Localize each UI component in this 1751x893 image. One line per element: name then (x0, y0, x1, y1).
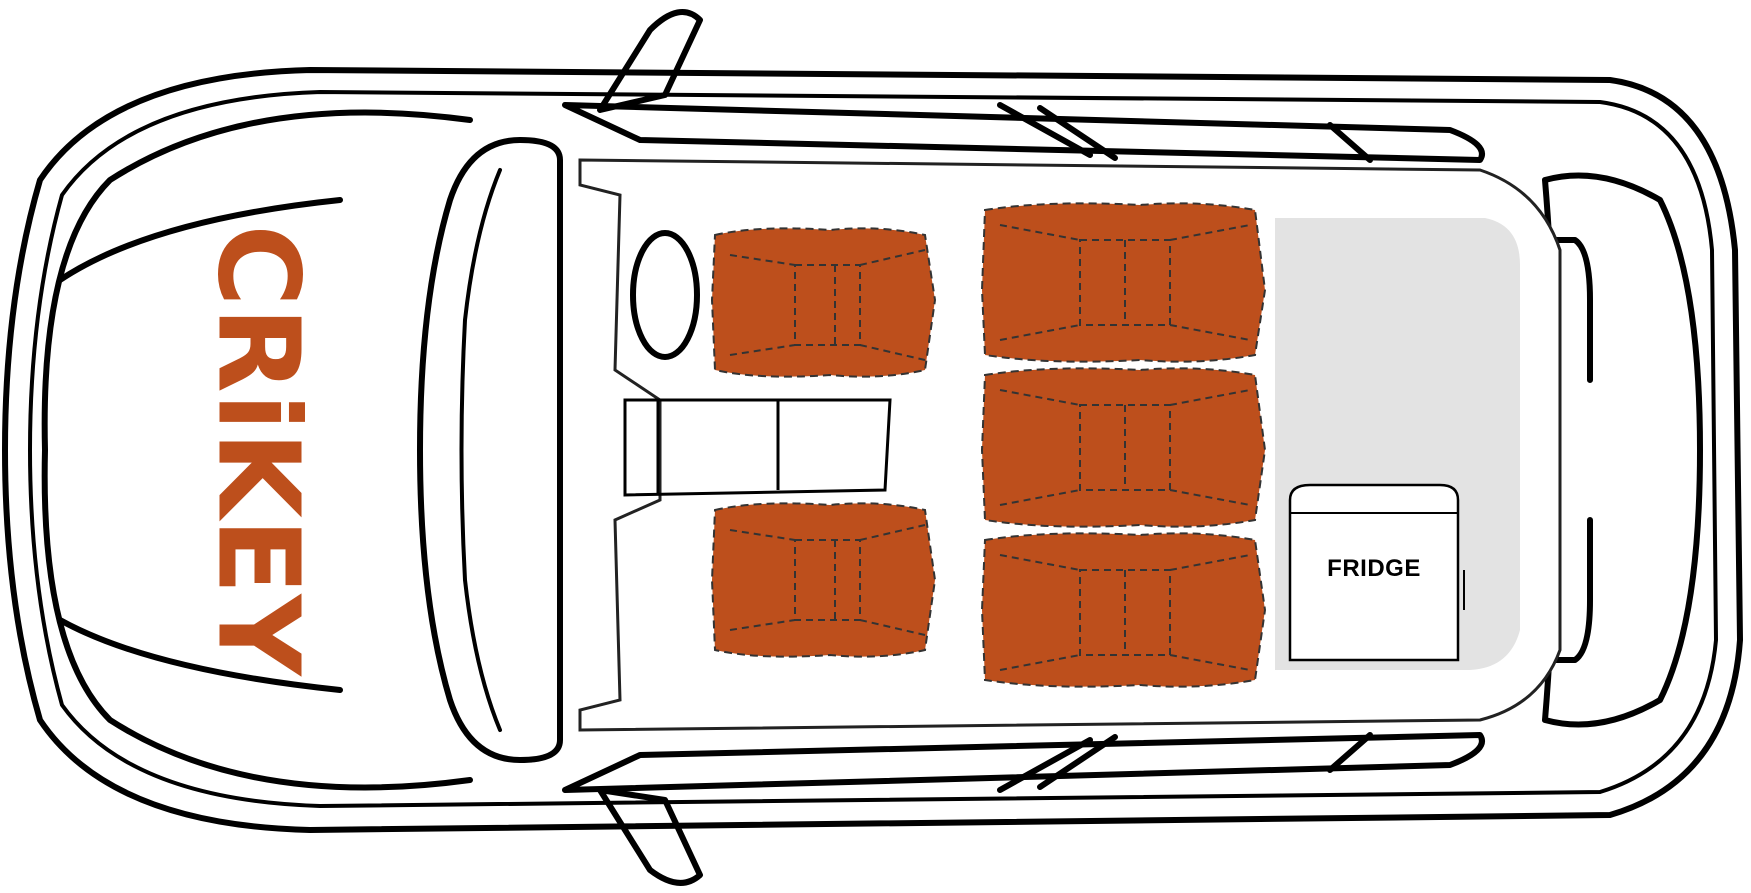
mirror-right (597, 787, 703, 886)
seat-layout (710, 202, 1267, 688)
seat-rear-row-1 (980, 202, 1267, 363)
seat-front-right (710, 502, 937, 658)
side-door-top (997, 102, 1373, 163)
seat-front-left (710, 227, 937, 378)
van-body-outline (2, 67, 1743, 833)
windshield (417, 137, 563, 763)
rear-light-top (1542, 237, 1593, 383)
bonnet-crease-top (57, 197, 343, 283)
side-rail-top (562, 102, 1485, 163)
bonnet-crease-bottom (57, 617, 343, 693)
rear-light-bottom (1542, 517, 1593, 663)
brand-logo-text: CRiKEY (192, 224, 322, 677)
fridge: FRIDGE (1288, 483, 1465, 662)
windshield-inner (459, 168, 502, 732)
rear-bumper (1542, 172, 1703, 728)
mirror-left (597, 9, 703, 113)
bonnet-outline (41, 109, 473, 791)
center-console (623, 398, 892, 497)
steering-wheel-icon (630, 230, 700, 360)
seat-stitching (729, 224, 1251, 671)
side-door-bottom (997, 732, 1373, 793)
seat-rear-row-3 (980, 532, 1267, 688)
seat-rear-row-2 (980, 367, 1267, 528)
side-rail-bottom (562, 732, 1485, 793)
fridge-label: FRIDGE (1327, 555, 1421, 582)
van-body-inner-outline (28, 90, 1718, 808)
